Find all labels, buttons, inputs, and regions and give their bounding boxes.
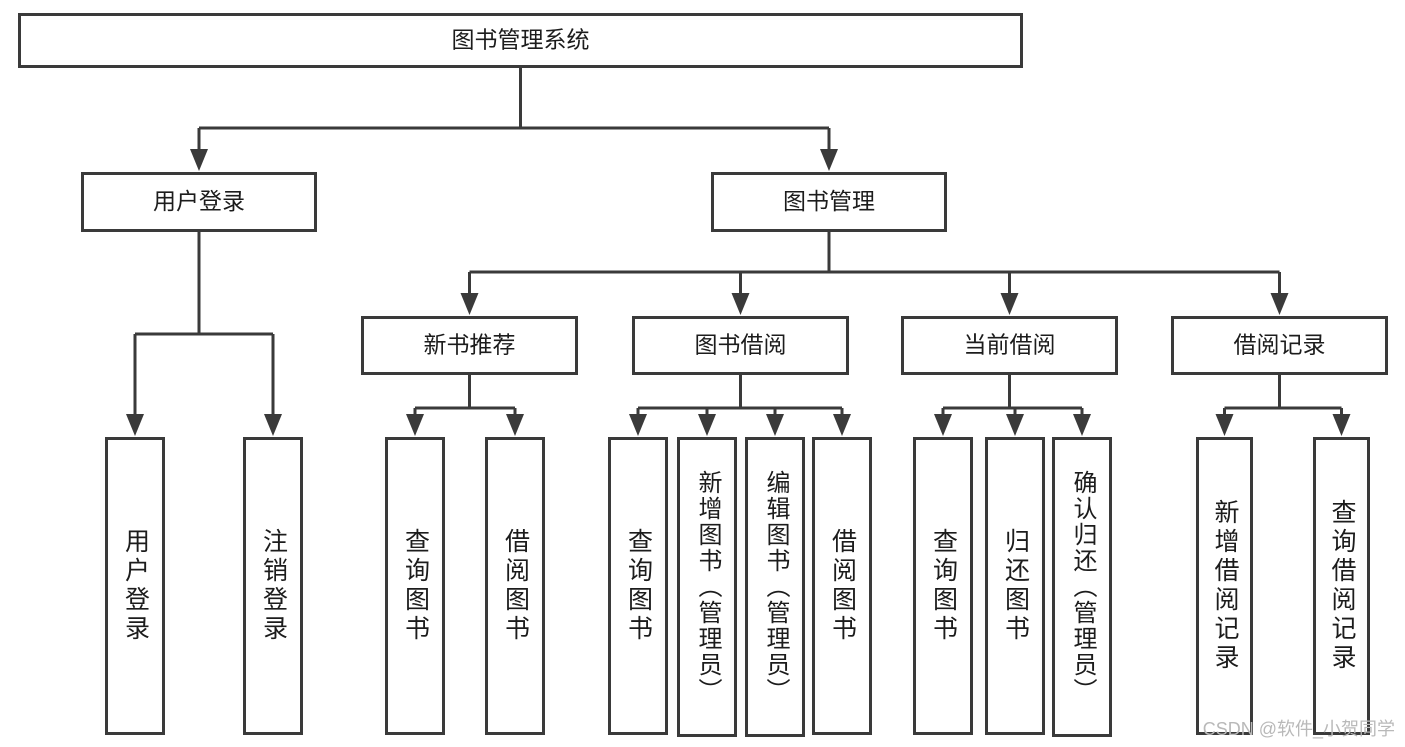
arrow-head-icon xyxy=(820,149,838,171)
level3-label-1: 图书借阅 xyxy=(695,332,787,358)
leaf-box-2[interactable] xyxy=(385,437,445,735)
leaf-box-11[interactable] xyxy=(1196,437,1253,735)
arrow-head-icon xyxy=(460,293,479,315)
level3-label-0: 新书推荐 xyxy=(424,332,516,358)
level3-box-2[interactable] xyxy=(901,316,1118,375)
level3-label-2: 当前借阅 xyxy=(964,332,1056,358)
level3-label-3: 借阅记录 xyxy=(1234,332,1326,358)
arrow-head-icon xyxy=(190,149,208,171)
arrow-head-icon xyxy=(731,293,750,315)
leaf-box-5[interactable] xyxy=(677,437,737,737)
arrow-head-icon xyxy=(1006,414,1024,436)
edges-layer xyxy=(126,68,1351,436)
arrow-head-icon xyxy=(506,414,524,436)
root-box-0[interactable] xyxy=(18,13,1023,68)
root-label-0: 图书管理系统 xyxy=(452,27,590,53)
leaf-box-4[interactable] xyxy=(608,437,668,735)
arrow-head-icon xyxy=(629,414,647,436)
arrow-head-icon xyxy=(698,414,716,436)
leaf-box-0[interactable] xyxy=(105,437,165,735)
arrow-head-icon xyxy=(126,414,144,436)
arrow-head-icon xyxy=(1270,293,1289,315)
leaf-box-9[interactable] xyxy=(985,437,1045,735)
leaf-box-6[interactable] xyxy=(745,437,805,737)
leaf-box-12[interactable] xyxy=(1313,437,1370,735)
watermark-text: CSDN @软件_小贺同学 xyxy=(1202,719,1395,739)
arrow-head-icon xyxy=(264,414,282,436)
leaf-box-3[interactable] xyxy=(485,437,545,735)
arrow-head-icon xyxy=(1000,293,1019,315)
arrow-head-icon xyxy=(1332,414,1351,436)
level3-box-3[interactable] xyxy=(1171,316,1388,375)
leaf-box-1[interactable] xyxy=(243,437,303,735)
leaf-box-8[interactable] xyxy=(913,437,973,735)
level2-label-0: 用户登录 xyxy=(153,188,245,214)
arrow-head-icon xyxy=(1073,414,1091,436)
boxes-layer xyxy=(18,13,1388,737)
arrow-head-icon xyxy=(934,414,952,436)
level3-box-1[interactable] xyxy=(632,316,849,375)
arrow-head-icon xyxy=(406,414,424,436)
leaf-box-7[interactable] xyxy=(812,437,872,735)
leaf-box-10[interactable] xyxy=(1052,437,1112,737)
arrow-head-icon xyxy=(766,414,784,436)
level2-box-1[interactable] xyxy=(711,172,947,232)
arrow-head-icon xyxy=(1215,414,1234,436)
level2-box-0[interactable] xyxy=(81,172,317,232)
level2-label-1: 图书管理 xyxy=(783,188,875,214)
level3-box-0[interactable] xyxy=(361,316,578,375)
arrow-head-icon xyxy=(833,414,851,436)
